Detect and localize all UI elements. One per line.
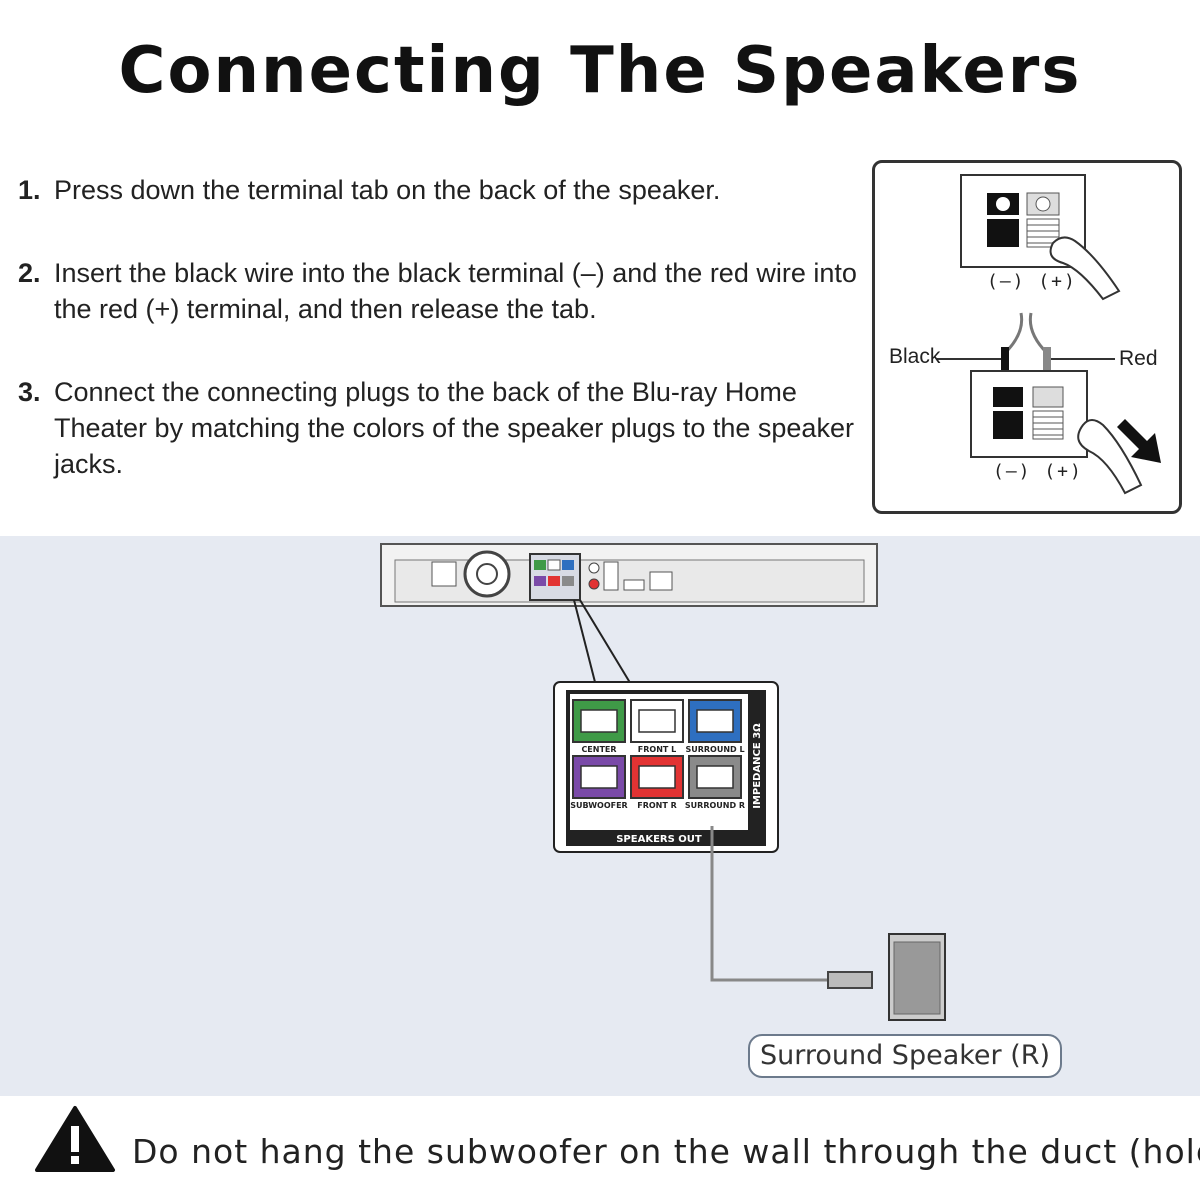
hdmi-port-icon xyxy=(623,579,645,591)
terminal-hole-icon xyxy=(1035,196,1051,212)
polarity-label: (–) (+) xyxy=(993,461,1083,482)
jack-socket-icon xyxy=(638,709,676,733)
black-tab-icon xyxy=(987,219,1019,247)
step-text: Connect the connecting plugs to the back… xyxy=(54,377,854,479)
warning-text: Do not hang the subwoofer on the wall th… xyxy=(132,1132,1200,1171)
red-terminal-icon xyxy=(1032,386,1064,408)
connection-illustration: SPEAKERS OUT IMPEDANCE 3Ω CENTER FRONT L S… xyxy=(380,543,946,1021)
jack-socket-icon xyxy=(696,765,734,789)
fan-vent-icon xyxy=(463,550,511,598)
terminal-illustration xyxy=(937,174,1161,495)
callout-line xyxy=(573,599,597,687)
audio-jack-icon xyxy=(588,562,600,574)
lan-port-icon xyxy=(649,571,673,591)
speaker-jack: SURROUND R xyxy=(685,755,745,810)
finger-icon xyxy=(1049,236,1121,301)
audio-jack-icon xyxy=(588,578,600,590)
red-tab-icon xyxy=(1032,410,1064,440)
terminal-hole-icon xyxy=(996,197,1010,211)
jack-socket-icon xyxy=(696,709,734,733)
speaker-jack: FRONT R xyxy=(630,755,684,810)
red-wire-label: Red xyxy=(1119,347,1158,370)
speaker-plug-icon xyxy=(827,971,873,989)
speaker-jack: FRONT L xyxy=(630,699,684,754)
terminal-diagram: (–) (+) Black Red (–) (+) xyxy=(872,160,1182,514)
step-2: 2. Insert the black wire into the black … xyxy=(18,255,878,327)
arrow-down-right-icon xyxy=(1117,419,1161,463)
speakers-out-panel: SPEAKERS OUT IMPEDANCE 3Ω CENTER FRONT L S… xyxy=(553,681,779,853)
step-number: 1. xyxy=(18,175,41,205)
jack-label: SUBWOOFER xyxy=(570,801,627,810)
instruction-steps: 1. Press down the terminal tab on the ba… xyxy=(18,172,878,529)
terminal-plate-bottom xyxy=(970,370,1088,458)
power-socket-icon xyxy=(431,561,457,587)
black-tab-icon xyxy=(993,411,1023,439)
speakers-out-label: SPEAKERS OUT xyxy=(616,834,702,845)
jack-label: CENTER xyxy=(581,745,616,754)
step-text: Press down the terminal tab on the back … xyxy=(54,175,721,205)
black-wire-label: Black xyxy=(889,345,941,368)
speaker-jack: SUBWOOFER xyxy=(570,755,628,810)
impedance-label: IMPEDANCE 3Ω xyxy=(752,723,763,809)
surround-speaker-label: Surround Speaker (R) xyxy=(748,1034,1062,1078)
jack-label: SURROUND L xyxy=(685,745,744,754)
step-number: 2. xyxy=(18,258,41,288)
polarity-label: (–) (+) xyxy=(987,271,1077,292)
red-wire-sleeve-icon xyxy=(1043,347,1051,375)
warning-notice: Do not hang the subwoofer on the wall th… xyxy=(34,1100,1200,1180)
connection-diagram: SPEAKERS OUT IMPEDANCE 3Ω CENTER FRONT L S… xyxy=(0,536,1200,1096)
step-text: Insert the black wire into the black ter… xyxy=(54,258,857,324)
black-wire-sleeve-icon xyxy=(1001,347,1009,375)
speaker-cable xyxy=(710,826,830,982)
step-number: 3. xyxy=(18,377,41,407)
jack-label: FRONT R xyxy=(637,801,677,810)
jack-socket-icon xyxy=(580,709,618,733)
step-3: 3. Connect the connecting plugs to the b… xyxy=(18,374,878,482)
jack-label: FRONT L xyxy=(638,745,676,754)
black-terminal-icon xyxy=(993,387,1023,407)
optical-jack-icon xyxy=(603,561,619,591)
step-1: 1. Press down the terminal tab on the ba… xyxy=(18,172,878,208)
finger-icon xyxy=(1077,419,1143,495)
jack-label: SURROUND R xyxy=(685,801,745,810)
warning-triangle-icon xyxy=(35,1106,115,1172)
home-theater-unit xyxy=(380,543,878,607)
speaker-jack: SURROUND L xyxy=(685,699,745,754)
jack-socket-icon xyxy=(638,765,676,789)
page-title: Connecting The Speakers xyxy=(118,34,1082,108)
jack-socket-icon xyxy=(580,765,618,789)
callout-line xyxy=(579,599,633,687)
speaker-jack: CENTER xyxy=(572,699,626,754)
